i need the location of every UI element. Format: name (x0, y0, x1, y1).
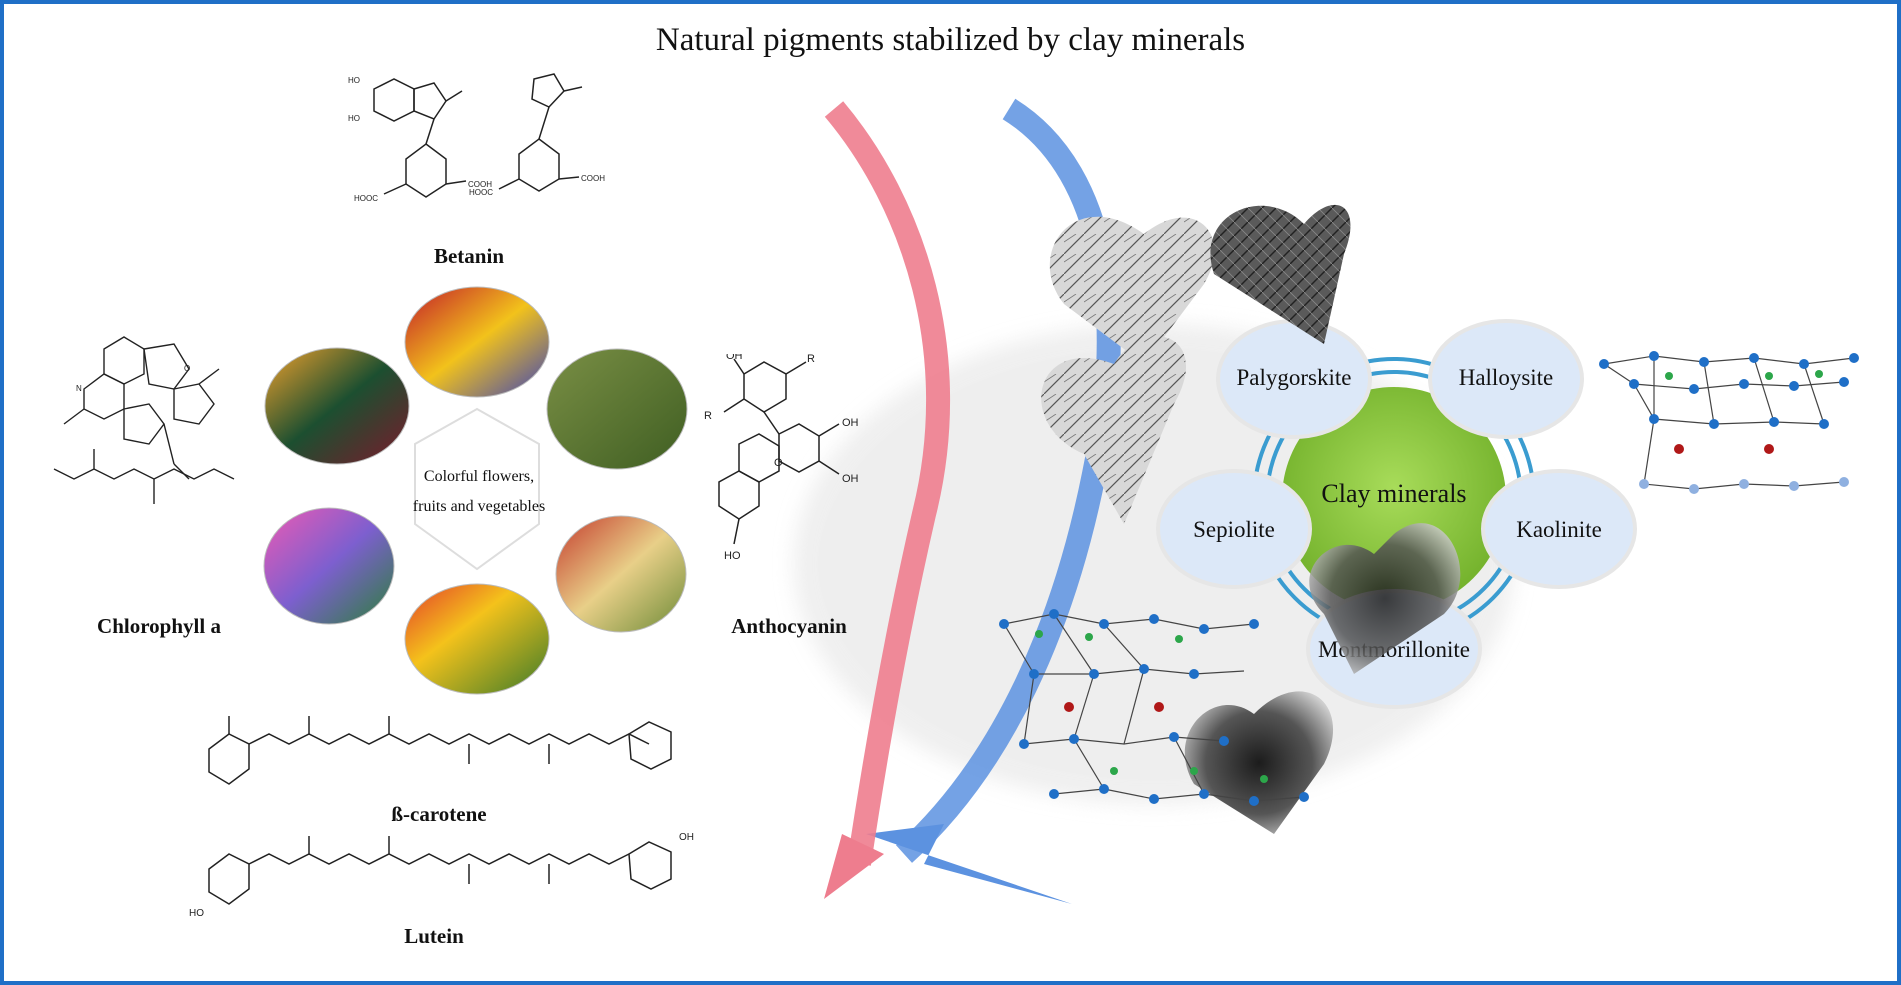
photo-kale (546, 348, 688, 470)
center-hexagon (414, 407, 540, 571)
label-lutein: Lutein (404, 924, 464, 948)
tem-kaolinite-heart (1309, 523, 1461, 674)
mineral-sepiolite-bubble (1156, 469, 1312, 589)
mineral-kaolinite-bubble (1481, 469, 1637, 589)
photo-peppers (404, 583, 550, 695)
photo-flowers-top (404, 286, 550, 398)
photo-market (555, 515, 687, 633)
hexagon-line2: fruits and vegetables (412, 498, 546, 515)
mineral-palygorskite: Palygorskite (1236, 365, 1352, 390)
photo-flowers-bottom (263, 507, 395, 625)
label-beta-carotene: ß-carotene (391, 802, 487, 826)
chlorophyll-structure: N O (53, 336, 235, 504)
atom-label: HO (348, 76, 360, 85)
tem-halloysite-heart (1210, 204, 1351, 344)
atom-label: COOH (468, 180, 492, 189)
tem-hearts (1041, 204, 1461, 834)
center-hexagon-text: Colorful flowers, fruits and vegetables (399, 462, 559, 522)
mineral-halloysite: Halloysite (1458, 365, 1554, 390)
lutein-structure: HO OH (189, 832, 694, 919)
atom-label: HO (724, 550, 741, 562)
clay-center-label: Clay minerals (1321, 479, 1467, 508)
atom-label: HO (348, 114, 360, 123)
crystal-structure-right (1599, 351, 1859, 494)
produce-collage (263, 286, 688, 695)
anthocyanin-structure: OH R R OH OH HO O (704, 354, 859, 562)
label-betanin: Betanin (433, 244, 504, 268)
atom-label: OH (842, 417, 859, 429)
label-anthocyanin: Anthocyanin (731, 614, 847, 638)
red-arrow-head (824, 834, 884, 899)
blue-arrow-shaft (895, 98, 1121, 863)
crystal-structure-left (999, 609, 1309, 806)
atom-label: N (76, 384, 82, 393)
mineral-halloysite-bubble (1428, 319, 1584, 439)
mineral-sepiolite: Sepiolite (1193, 517, 1275, 542)
blue-arrow-head (866, 824, 1072, 904)
tem-montmorillonite-heart (1184, 691, 1334, 834)
atom-label: HOOC (469, 188, 493, 197)
figure-title: Natural pigments stabilized by clay mine… (655, 22, 1246, 58)
atom-label: O (774, 457, 783, 469)
tem-palygorskite-heart (1049, 216, 1215, 364)
atom-label: O (184, 364, 190, 373)
atom-label: HOOC (354, 194, 378, 203)
tem-sepiolite-heart (1041, 336, 1187, 524)
atom-label: R (807, 354, 815, 365)
atom-label: R (704, 410, 712, 422)
hexagon-line1: Colorful flowers, (423, 468, 535, 485)
atom-label: OH (726, 354, 743, 362)
betanin-structure: HO HO COOH HOOC COOH HOOC (348, 73, 605, 203)
atom-label: HO (189, 908, 204, 919)
label-chlorophyll: Chlorophyll a (97, 614, 221, 638)
mineral-kaolinite: Kaolinite (1516, 517, 1602, 542)
atom-label: COOH (581, 174, 605, 183)
atom-label: OH (679, 832, 694, 843)
photo-fruit-bowl (264, 347, 410, 465)
beta-carotene-structure (208, 716, 672, 785)
atom-label: OH (842, 473, 859, 485)
red-arrow-shaft (824, 101, 951, 866)
